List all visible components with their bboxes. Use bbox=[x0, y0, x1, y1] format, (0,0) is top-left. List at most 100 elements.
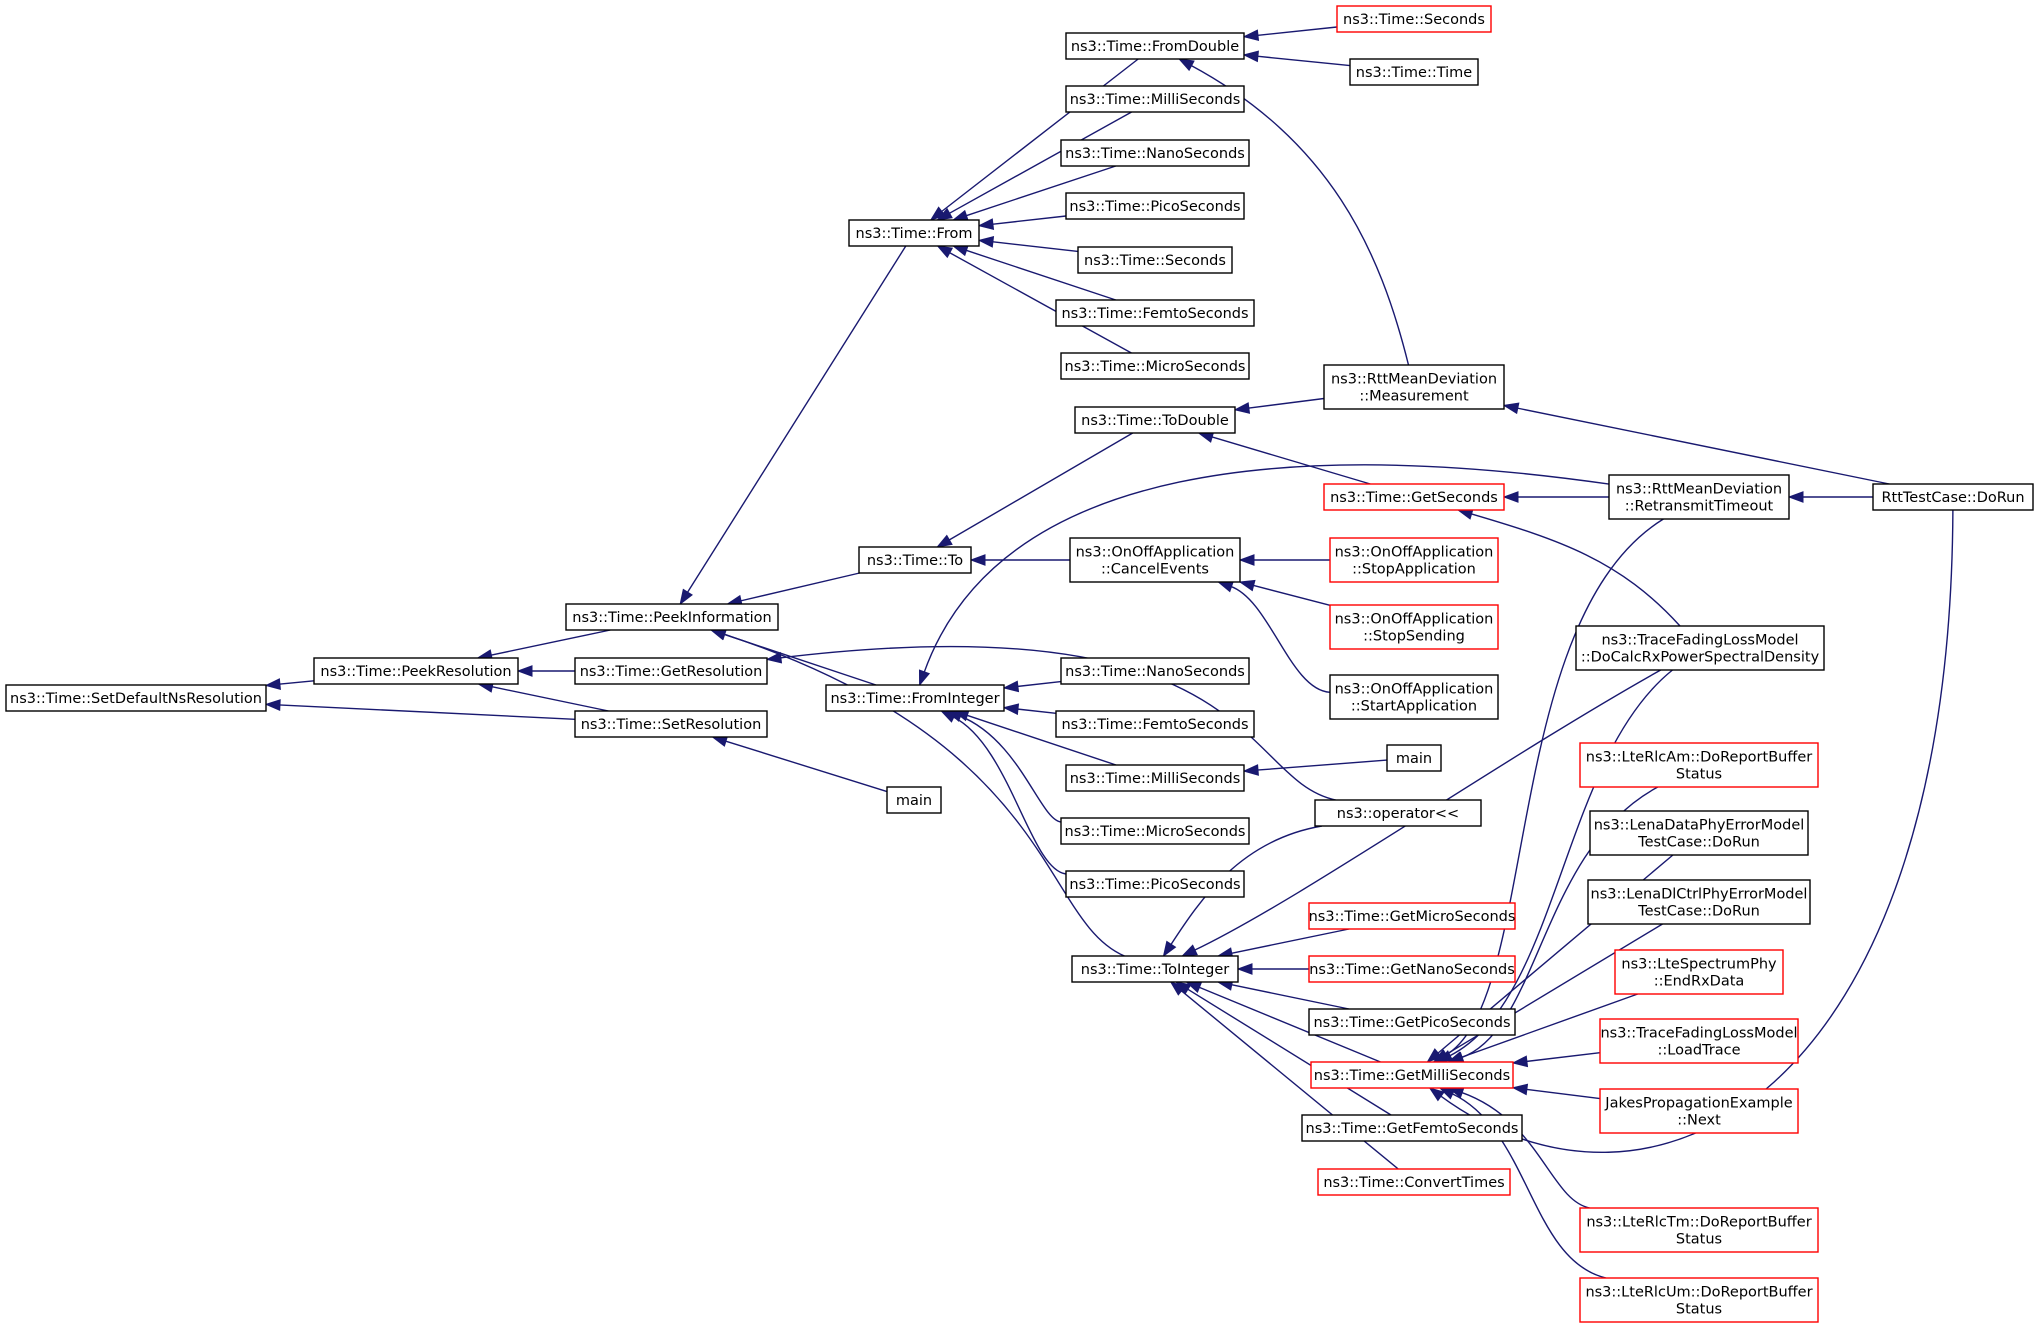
node-root[interactable]: ns3::Time::SetDefaultNsResolution bbox=[5, 684, 267, 712]
edge-line bbox=[1256, 26, 1338, 37]
node-getfemto[interactable]: ns3::Time::GetFemtoSeconds bbox=[1301, 1114, 1523, 1142]
edge-getnano-to-toint bbox=[1236, 963, 1309, 975]
node-box bbox=[1055, 710, 1255, 738]
edge-onoff_stopsend-to-onoff_cancel bbox=[1238, 579, 1331, 606]
node-fromint[interactable]: ns3::Time::FromInteger bbox=[825, 684, 1005, 712]
node-label: ns3::Time::SetDefaultNsResolution bbox=[10, 691, 262, 707]
edge-line bbox=[1211, 436, 1371, 485]
edge-line bbox=[965, 165, 1117, 217]
node-fromdbl[interactable]: ns3::Time::FromDouble bbox=[1065, 32, 1245, 60]
node-box bbox=[1329, 604, 1499, 650]
node-op_out[interactable]: ns3::operator<< bbox=[1314, 799, 1482, 827]
node-label: ns3::Time::PicoSeconds bbox=[1069, 199, 1240, 215]
edge-line bbox=[940, 58, 1139, 213]
node-fi_femto[interactable]: ns3::Time::FemtoSeconds bbox=[1055, 710, 1255, 738]
node-label: ::EndRxData bbox=[1654, 974, 1745, 990]
edge-arrowhead bbox=[977, 218, 995, 230]
edge-arrowhead bbox=[710, 628, 727, 641]
node-fi_nano[interactable]: ns3::Time::NanoSeconds bbox=[1060, 657, 1250, 685]
node-label: ns3::Time::ToInteger bbox=[1081, 962, 1229, 978]
node-label: ns3::Time::ToDouble bbox=[1081, 413, 1229, 429]
edge-line bbox=[723, 633, 1125, 957]
edge-line bbox=[1016, 680, 1062, 688]
node-fi_micro[interactable]: ns3::Time::MicroSeconds bbox=[1060, 817, 1250, 845]
node-f_pico[interactable]: ns3::Time::PicoSeconds bbox=[1065, 192, 1245, 220]
edge-peekinfo-to-peekres bbox=[476, 629, 611, 661]
node-lena_data[interactable]: ns3::LenaDataPhyErrorModelTestCase::DoRu… bbox=[1589, 810, 1809, 856]
node-rtt_meas[interactable]: ns3::RttMeanDeviation::Measurement bbox=[1323, 364, 1505, 410]
edge-from-to-peekinfo bbox=[679, 245, 907, 606]
edge-onoff_cancel-to-to bbox=[969, 554, 1070, 566]
node-convert[interactable]: ns3::Time::ConvertTimes bbox=[1317, 1168, 1511, 1196]
edge-todbl-to-to bbox=[936, 432, 1134, 548]
node-peekinfo[interactable]: ns3::Time::PeekInformation bbox=[565, 603, 779, 631]
node-f_nano[interactable]: ns3::Time::NanoSeconds bbox=[1060, 139, 1250, 167]
node-box bbox=[1308, 902, 1516, 930]
node-label: ns3::Time::MilliSeconds bbox=[1070, 771, 1241, 787]
edge-line bbox=[1186, 988, 1392, 1116]
node-box bbox=[1308, 955, 1516, 983]
node-fi_milli[interactable]: ns3::Time::MilliSeconds bbox=[1065, 764, 1245, 792]
node-label: ns3::Time::GetPicoSeconds bbox=[1313, 1015, 1510, 1031]
node-getmicro[interactable]: ns3::Time::GetMicroSeconds bbox=[1308, 902, 1516, 930]
node-label: ns3::Time::Time bbox=[1356, 65, 1473, 81]
node-trace_load[interactable]: ns3::TraceFadingLossModel::LoadTrace bbox=[1599, 1018, 1799, 1064]
node-fi_pico[interactable]: ns3::Time::PicoSeconds bbox=[1065, 870, 1245, 898]
edge-arrowhead bbox=[264, 699, 281, 711]
edge-arrowhead bbox=[516, 665, 533, 677]
node-trace_psd[interactable]: ns3::TraceFadingLossModel::DoCalcRxPower… bbox=[1575, 625, 1825, 671]
node-peekres[interactable]: ns3::Time::PeekResolution bbox=[313, 657, 519, 685]
node-f_femto[interactable]: ns3::Time::FemtoSeconds bbox=[1055, 299, 1255, 327]
node-getmilli[interactable]: ns3::Time::GetMilliSeconds bbox=[1310, 1061, 1514, 1089]
node-setres[interactable]: ns3::Time::SetResolution bbox=[574, 710, 768, 738]
node-box bbox=[1608, 474, 1790, 520]
edge-f_pico-to-from bbox=[977, 215, 1067, 230]
edge-f_femto-to-from bbox=[951, 244, 1117, 301]
edge-line bbox=[1256, 759, 1388, 771]
edge-getfemto-to-toint bbox=[1174, 981, 1392, 1116]
node-getnano[interactable]: ns3::Time::GetNanoSeconds bbox=[1308, 955, 1516, 983]
edge-arrowhead bbox=[1177, 58, 1195, 72]
node-to[interactable]: ns3::Time::To bbox=[858, 546, 972, 574]
node-box bbox=[1060, 817, 1250, 845]
node-box bbox=[886, 786, 942, 814]
node-from[interactable]: ns3::Time::From bbox=[848, 219, 980, 247]
node-getres[interactable]: ns3::Time::GetResolution bbox=[574, 657, 768, 685]
node-lte_phy[interactable]: ns3::LteSpectrumPhy::EndRxData bbox=[1614, 949, 1784, 995]
node-main1[interactable]: main bbox=[886, 786, 942, 814]
node-lena_dl[interactable]: ns3::LenaDlCtrlPhyErrorModelTestCase::Do… bbox=[1587, 879, 1811, 925]
node-label: ns3::Time::PeekResolution bbox=[320, 664, 511, 680]
edge-arrowhead bbox=[1216, 581, 1234, 593]
node-onoff_stopapp[interactable]: ns3::OnOffApplication::StopApplication bbox=[1329, 537, 1499, 583]
node-fd_time[interactable]: ns3::Time::Time bbox=[1349, 58, 1479, 86]
edge-line bbox=[1256, 55, 1351, 67]
node-todbl[interactable]: ns3::Time::ToDouble bbox=[1074, 406, 1236, 434]
node-toint[interactable]: ns3::Time::ToInteger bbox=[1071, 955, 1239, 983]
node-f_milli[interactable]: ns3::Time::MilliSeconds bbox=[1065, 85, 1245, 113]
node-main2[interactable]: main bbox=[1386, 744, 1442, 772]
node-getpico[interactable]: ns3::Time::GetPicoSeconds bbox=[1308, 1008, 1516, 1036]
node-getsec[interactable]: ns3::Time::GetSeconds bbox=[1323, 483, 1505, 511]
node-onoff_stopsend[interactable]: ns3::OnOffApplication::StopSending bbox=[1329, 604, 1499, 650]
node-fd_sec[interactable]: ns3::Time::Seconds bbox=[1336, 5, 1492, 33]
node-box bbox=[5, 684, 267, 712]
node-label: ns3::OnOffApplication bbox=[1335, 682, 1494, 698]
edge-layer bbox=[264, 26, 1954, 1279]
node-jakes[interactable]: JakesPropagationExample::Next bbox=[1599, 1088, 1799, 1134]
edge-line bbox=[724, 740, 888, 793]
edge-arrowhead bbox=[1238, 579, 1256, 592]
node-label: ::StopApplication bbox=[1352, 562, 1476, 578]
edge-getpico-to-toint bbox=[1216, 979, 1350, 1010]
node-onoff_cancel[interactable]: ns3::OnOffApplication::CancelEvents bbox=[1069, 537, 1241, 583]
edge-line bbox=[278, 704, 576, 720]
node-rtt_retx[interactable]: ns3::RttMeanDeviation::RetransmitTimeout bbox=[1608, 474, 1790, 520]
node-onoff_startapp[interactable]: ns3::OnOffApplication::StartApplication bbox=[1329, 674, 1499, 720]
node-label: ns3::Time::FromInteger bbox=[830, 691, 999, 707]
node-f_sec[interactable]: ns3::Time::Seconds bbox=[1077, 246, 1233, 274]
node-f_micro[interactable]: ns3::Time::MicroSeconds bbox=[1060, 352, 1250, 380]
node-rtt_dorun[interactable]: RttTestCase::DoRun bbox=[1872, 483, 2034, 511]
edge-line bbox=[966, 714, 1117, 766]
